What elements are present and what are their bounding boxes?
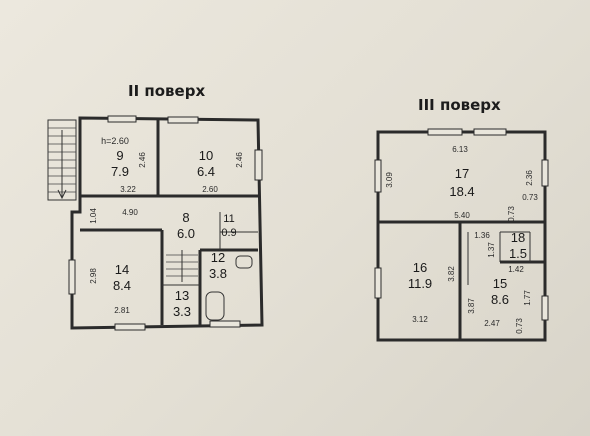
dimension-label: 3.87 bbox=[467, 298, 476, 314]
room-number-18: 18 bbox=[511, 230, 525, 245]
dimension-label: 1.42 bbox=[508, 265, 524, 274]
room-number-12: 12 bbox=[211, 250, 225, 265]
room-number-17: 17 bbox=[455, 166, 469, 181]
floor-3-title: III поверх bbox=[418, 96, 501, 114]
floor-2-plan: II поверх bbox=[47, 82, 264, 331]
dimension-label: 4.90 bbox=[122, 208, 138, 217]
dimension-label: 0.73 bbox=[515, 318, 524, 334]
room-area-16: 11.9 bbox=[408, 276, 432, 291]
dimension-label: 2.60 bbox=[202, 185, 218, 194]
dimension-label: 3.82 bbox=[447, 266, 456, 282]
bathtub bbox=[205, 291, 225, 321]
sink bbox=[235, 255, 253, 269]
dimension-label: 3.09 bbox=[385, 172, 394, 188]
dimension-label: 1.04 bbox=[89, 208, 98, 224]
dimension-label: 3.22 bbox=[120, 185, 136, 194]
window bbox=[427, 128, 463, 136]
window bbox=[374, 159, 382, 193]
dimension-label: 2.36 bbox=[525, 170, 534, 186]
room-number-11: 11 bbox=[223, 213, 234, 225]
floor-2-outer-wall bbox=[70, 116, 264, 330]
dimension-label: 5.40 bbox=[454, 211, 470, 220]
dimension-label: 1.77 bbox=[523, 290, 532, 306]
window bbox=[167, 116, 199, 124]
room-area-12: 3.8 bbox=[209, 266, 227, 281]
window bbox=[541, 295, 549, 321]
floor-3-plan: III поверх 17 18.4 18 1.5 16 11.9 bbox=[374, 96, 549, 342]
dimension-label: 3.12 bbox=[412, 315, 428, 324]
dimension-label: 0.73 bbox=[507, 206, 516, 222]
window bbox=[541, 159, 549, 187]
room-number-16: 16 bbox=[413, 260, 427, 275]
interior-stair bbox=[166, 250, 198, 282]
room-area-13: 3.3 bbox=[173, 304, 191, 319]
ceiling-height-note: h=2.60 bbox=[101, 136, 129, 146]
dimension-label: 2.81 bbox=[114, 306, 130, 315]
room-number-14: 14 bbox=[115, 262, 129, 277]
dimension-label: 2.46 bbox=[138, 152, 147, 168]
dimension-label: 1.36 bbox=[474, 231, 490, 240]
room-number-8: 8 bbox=[182, 210, 189, 225]
dimension-label: 6.13 bbox=[452, 145, 468, 154]
window bbox=[114, 323, 146, 331]
room-number-9: 9 bbox=[116, 148, 123, 163]
window bbox=[473, 128, 507, 136]
room-area-17: 18.4 bbox=[449, 184, 474, 199]
dimension-label: 1.37 bbox=[487, 242, 496, 258]
dimension-label: 0.73 bbox=[522, 193, 538, 202]
room-area-11: 0.9 bbox=[221, 227, 236, 239]
window bbox=[209, 320, 241, 328]
room-area-8: 6.0 bbox=[177, 226, 195, 241]
floor-2-title: II поверх bbox=[128, 82, 205, 100]
dimension-label: 2.47 bbox=[484, 319, 500, 328]
exterior-stair bbox=[47, 119, 77, 201]
window bbox=[107, 115, 137, 123]
window bbox=[68, 259, 76, 295]
window bbox=[374, 267, 382, 299]
dimension-label: 2.98 bbox=[89, 268, 98, 284]
room-area-14: 8.4 bbox=[113, 278, 131, 293]
room-area-15: 8.6 bbox=[491, 292, 509, 307]
window bbox=[254, 149, 263, 181]
room-number-10: 10 bbox=[199, 148, 213, 163]
room-number-13: 13 bbox=[175, 288, 189, 303]
dimension-label: 2.46 bbox=[235, 152, 244, 168]
room-area-10: 6.4 bbox=[197, 164, 215, 179]
room-number-15: 15 bbox=[493, 276, 507, 291]
room-area-18: 1.5 bbox=[509, 246, 527, 261]
room-area-9: 7.9 bbox=[111, 164, 129, 179]
